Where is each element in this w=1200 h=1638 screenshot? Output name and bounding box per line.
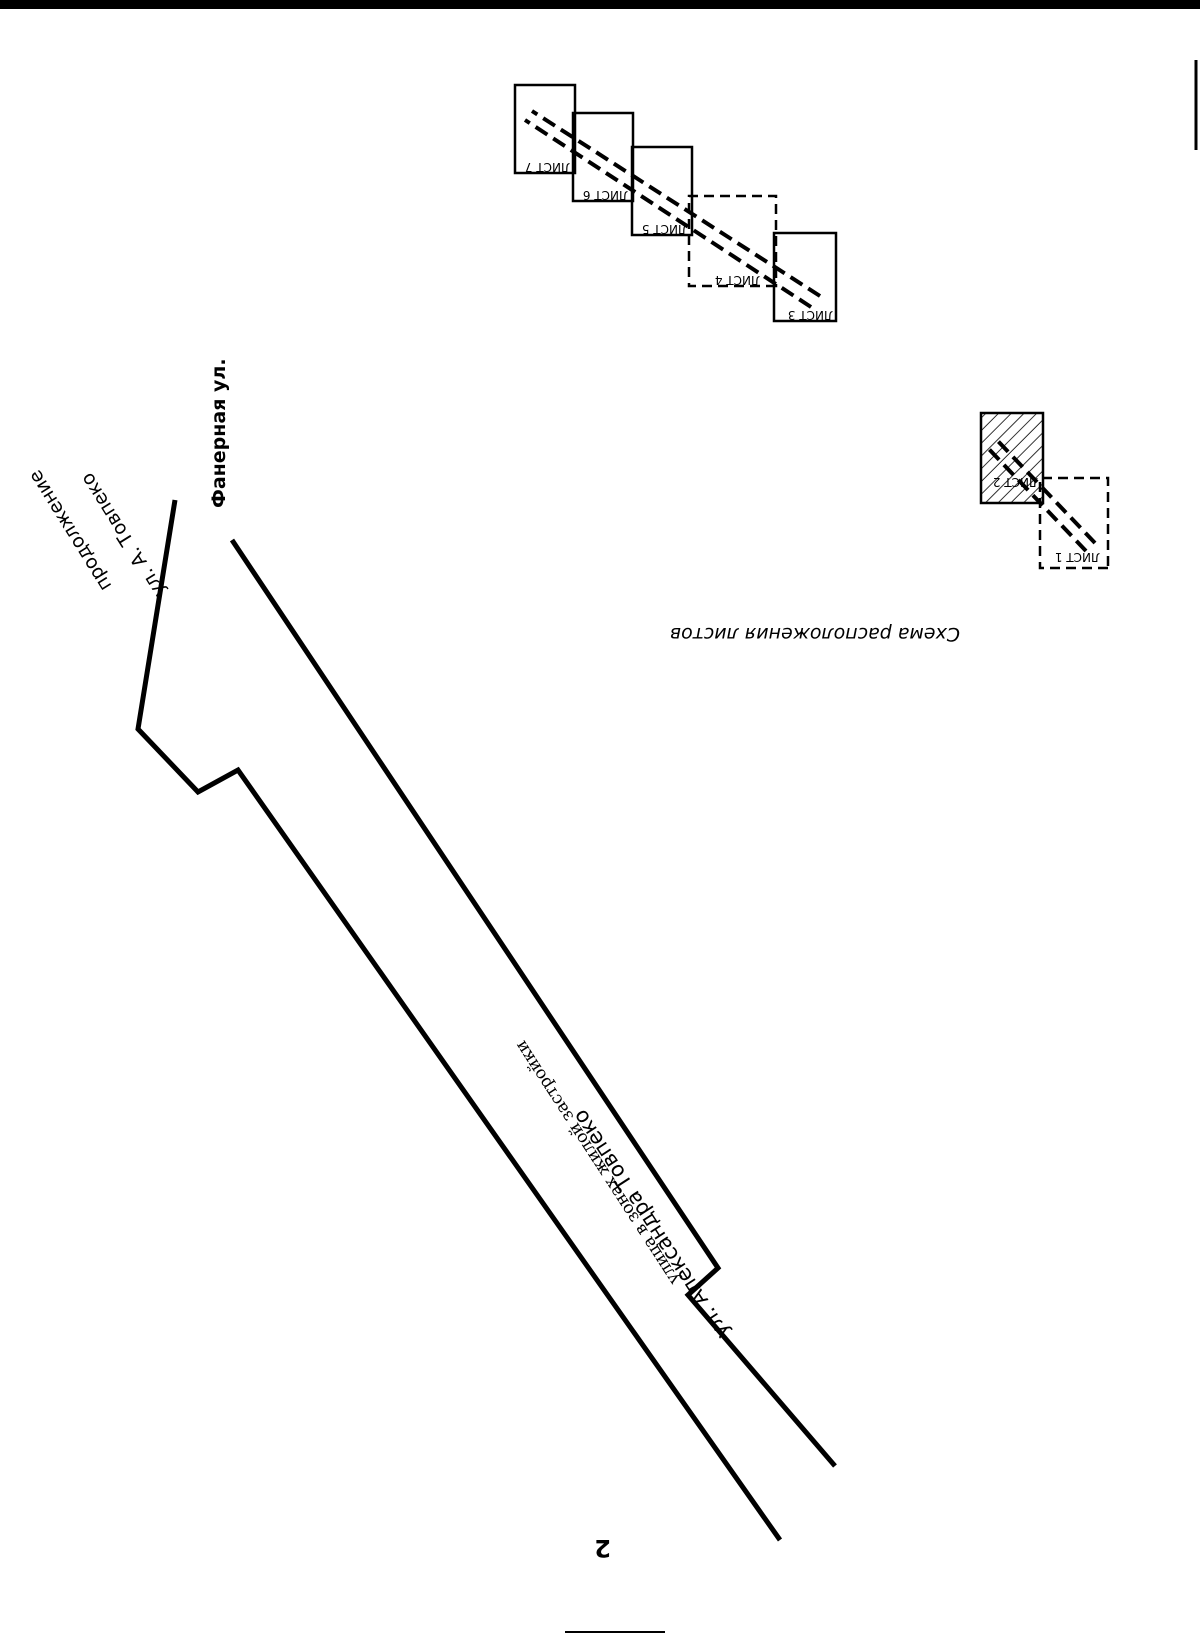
- sheet-5-label: ЛИСТ 5: [642, 222, 687, 236]
- sheet-3-frame: [772, 231, 838, 323]
- sheet-4-label: ЛИСТ 4: [715, 273, 760, 287]
- street-edge-right: [229, 538, 837, 1468]
- sheet-2-label: ЛИСТ 2: [993, 475, 1038, 489]
- main-street-sublabel: улица в зонах жилой застройки: [511, 1037, 684, 1289]
- page-number: 2: [594, 1534, 611, 1562]
- scheme-axis-lower-a: [993, 436, 1097, 545]
- scheme-axis-upper-a: [530, 109, 822, 298]
- fanernaya-street-label: Фанерная ул.: [208, 358, 230, 508]
- sheet-7-frame: [513, 83, 577, 175]
- street-plan: [135, 499, 837, 1542]
- scheme-axis-upper-b: [523, 118, 813, 309]
- sheet-1-label: ЛИСТ 1: [1055, 550, 1100, 564]
- scheme-title: Схема расположения листов: [670, 623, 960, 645]
- sheet-3-label: ЛИСТ 3: [788, 308, 833, 322]
- sheet-layout-scheme: ЛИСТ 7 ЛИСТ 6 ЛИСТ 5 ЛИСТ 4 ЛИСТ 3 ЛИСТ …: [513, 83, 1110, 645]
- scheme-axis-lower-b: [984, 444, 1088, 553]
- street-labels: Фанерная ул. продолжение ул. А. Товпеко …: [24, 358, 734, 1343]
- sheet-4-frame: [687, 194, 778, 288]
- rotated-drawing: ЛИСТ 7 ЛИСТ 6 ЛИСТ 5 ЛИСТ 4 ЛИСТ 3 ЛИСТ …: [24, 83, 1110, 1562]
- sheet-1-frame: [1038, 476, 1110, 570]
- sheet-2-frame-hatched: [979, 411, 1045, 505]
- street-edge-left: [135, 499, 783, 1542]
- top-border: [0, 0, 1200, 9]
- sheet-6-label: ЛИСТ 6: [583, 188, 628, 202]
- sheet-7-label: ЛИСТ 7: [525, 160, 570, 174]
